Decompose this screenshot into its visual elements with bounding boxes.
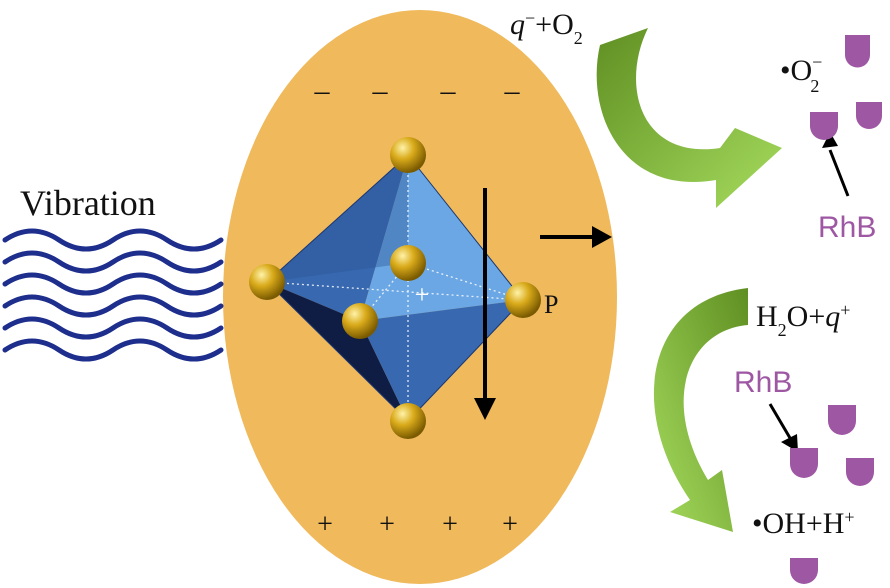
green-curved-arrow-bottom [653,288,748,532]
rhb-droplet-icon [790,558,818,584]
superoxide-label: •O−2 [780,52,822,96]
negative-sign: – [372,74,389,107]
atom-bottom [390,403,426,439]
octa-face-right-upper [360,155,523,321]
negative-sign: – [504,74,521,107]
rhb-droplet-icon [810,112,838,140]
rhb-droplet-icon [790,448,818,478]
atom-left [249,264,285,300]
negative-sign: – [314,74,331,107]
center-positive-sign: + [415,280,430,309]
atom-center [390,245,426,281]
rhb-pointer-top [828,149,850,197]
reaction-top-label: q−+O2 [510,8,583,48]
vibration-label: Vibration [20,183,156,223]
vibration-wave-icon [2,228,224,362]
rhb-pointer-bottom [768,403,792,439]
octa-face-right-lower [360,300,523,421]
arrow-head-down [474,398,496,420]
positive-sign: + [442,509,458,540]
positive-sign: + [317,509,333,540]
negative-charge-row: – – – – [314,74,521,107]
rhb-droplets-bottom [790,405,874,584]
hydroxyl-label: •OH+H+ [752,507,855,540]
octa-face-left-upper [267,155,408,321]
rhb-droplets-top [810,35,882,140]
polarization-label: P [544,290,558,319]
reaction-bottom-label: H2O+q+ [756,300,850,340]
rhb-droplet-icon [828,405,856,435]
atom-front [342,303,378,339]
positive-sign: + [502,509,518,540]
atom-top [390,137,426,173]
rhb-droplet-icon [856,102,882,129]
arrow-head-right [592,226,612,248]
positive-charge-row: + + + + [317,509,518,540]
green-curved-arrow-top [596,28,782,208]
negative-sign: – [440,74,457,107]
atom-right [505,282,541,318]
rhb-droplet-icon [845,35,870,68]
rhb-label-bottom: RhB [734,366,792,399]
rhb-droplet-icon [846,458,874,486]
positive-sign: + [379,509,395,540]
rhb-label-top: RhB [818,211,876,244]
atom-balls [249,137,541,439]
